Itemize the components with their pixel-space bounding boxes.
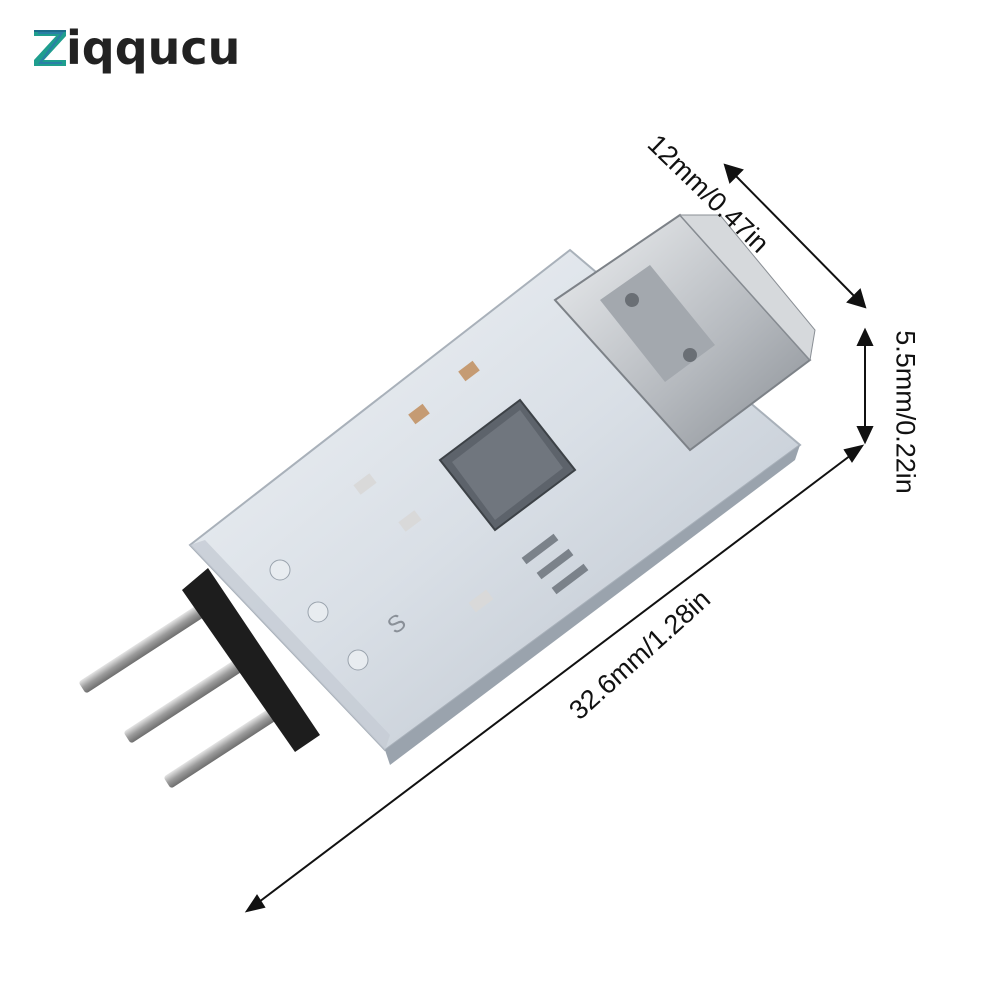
usb-c-port xyxy=(553,213,816,452)
dim-width-arrow-a xyxy=(723,163,744,184)
dim-height-arrow-a xyxy=(856,327,874,346)
led-3 xyxy=(468,589,494,613)
pad-3 xyxy=(347,649,369,671)
pin-header-plastic xyxy=(182,568,320,752)
dim-length-arrow-b xyxy=(843,444,865,463)
pad-2 xyxy=(307,601,329,623)
dimension-height-label: 5.5mm/0.22in xyxy=(890,330,921,494)
contact-strips xyxy=(521,533,589,595)
led-2 xyxy=(398,510,422,532)
brand-logo xyxy=(34,30,66,66)
resistor-1 xyxy=(408,403,430,425)
resistor-2 xyxy=(458,360,480,382)
brand-name-text: iqqucu xyxy=(66,21,241,75)
header-pins xyxy=(79,568,320,788)
led-1 xyxy=(353,473,377,495)
dim-height-arrow-b xyxy=(856,426,874,445)
dim-length-line xyxy=(254,451,856,906)
pin-3 xyxy=(164,696,296,788)
dim-width-arrow-b xyxy=(846,288,867,309)
pad-1 xyxy=(269,559,291,581)
dim-length-arrow-a xyxy=(244,894,266,913)
logo-z-mark xyxy=(34,30,66,66)
pin-2 xyxy=(124,651,256,743)
pin-1 xyxy=(79,601,211,693)
dimension-arrows xyxy=(244,163,874,913)
dim-width-line xyxy=(731,171,859,301)
